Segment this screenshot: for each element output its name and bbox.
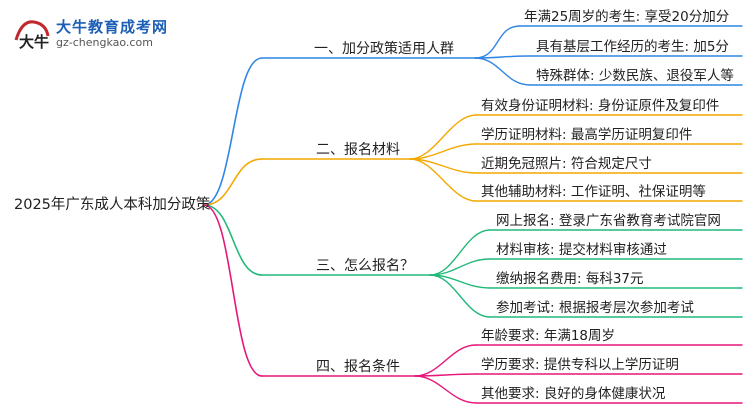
- branch-4-leaf-2: 学历要求: 提供专科以上学历证明: [481, 357, 679, 373]
- logo-emblem: 大牛: [14, 20, 50, 51]
- branch-1-leaf-2: 具有基层工作经历的考生: 加5分: [536, 39, 729, 55]
- branch-2-leaf-3: 近期免冠照片: 符合规定尺寸: [481, 156, 652, 172]
- branch-1-leaf-1: 年满25周岁的考生: 享受20分加分: [524, 9, 730, 25]
- branch-2-leaf-1-curve: [409, 114, 477, 160]
- branch-3-leaf-3: 缴纳报名费用: 每科37元: [496, 271, 644, 287]
- branch-3-label: 三、怎么报名？: [316, 258, 414, 274]
- root-node: 2025年广东成人本科加分政策: [14, 197, 211, 213]
- branch-2-leaf-2-curve: [409, 143, 477, 160]
- branch-3-leaf-1-curve: [429, 229, 491, 276]
- branch-2-curve: [203, 158, 263, 206]
- branch-3-leaf-2: 材料审核: 提交材料审核通过: [496, 242, 667, 258]
- logo-title: 大牛教育成考网: [56, 18, 169, 36]
- branch-3-curve: [203, 204, 263, 276]
- branch-3-leaf-4: 参加考试: 根据报考层次参加考试: [496, 300, 694, 316]
- branch-2-leaf-2: 学历证明材料: 最高学历证明复印件: [481, 127, 693, 143]
- branch-4-leaf-1: 年龄要求: 年满18周岁: [481, 328, 616, 344]
- logo-url: gz-chengkao.com: [56, 36, 153, 49]
- branch-3-leaf-1: 网上报名: 登录广东省教育考试院官网: [496, 213, 721, 229]
- branch-4-leaf-3-curve: [414, 375, 477, 404]
- logo-arc: [14, 20, 50, 41]
- branch-1-label: 一、加分政策适用人群: [314, 41, 454, 57]
- branch-2-leaf-4-curve: [409, 158, 477, 202]
- branch-3-leaf-2-curve: [429, 258, 491, 276]
- logo-mark-text: 大牛: [19, 33, 49, 51]
- branch-2-label: 二、报名材料: [316, 142, 400, 158]
- branch-1-leaf-3-curve: [474, 57, 531, 86]
- branch-4-leaf-1-curve: [414, 344, 477, 377]
- branch-3-leaf-4-curve: [429, 274, 491, 318]
- branch-1-curve: [203, 57, 263, 206]
- branch-4-leaf-3: 其他要求: 良好的身体健康状况: [481, 386, 666, 402]
- branch-1-leaf-3: 特殊群体: 少数民族、退役军人等: [536, 68, 734, 84]
- branch-2-leaf-4: 其他辅助材料: 工作证明、社保证明等: [481, 184, 706, 200]
- site-logo[interactable]: 大牛 大牛教育成考网 gz-chengkao.com: [12, 14, 202, 58]
- branch-1-leaf-1-curve: [474, 25, 521, 59]
- branch-2-leaf-1: 有效身份证明材料: 身份证原件及复印件: [481, 98, 720, 114]
- branch-4-curve: [203, 204, 263, 377]
- branch-4-label: 四、报名条件: [316, 359, 400, 375]
